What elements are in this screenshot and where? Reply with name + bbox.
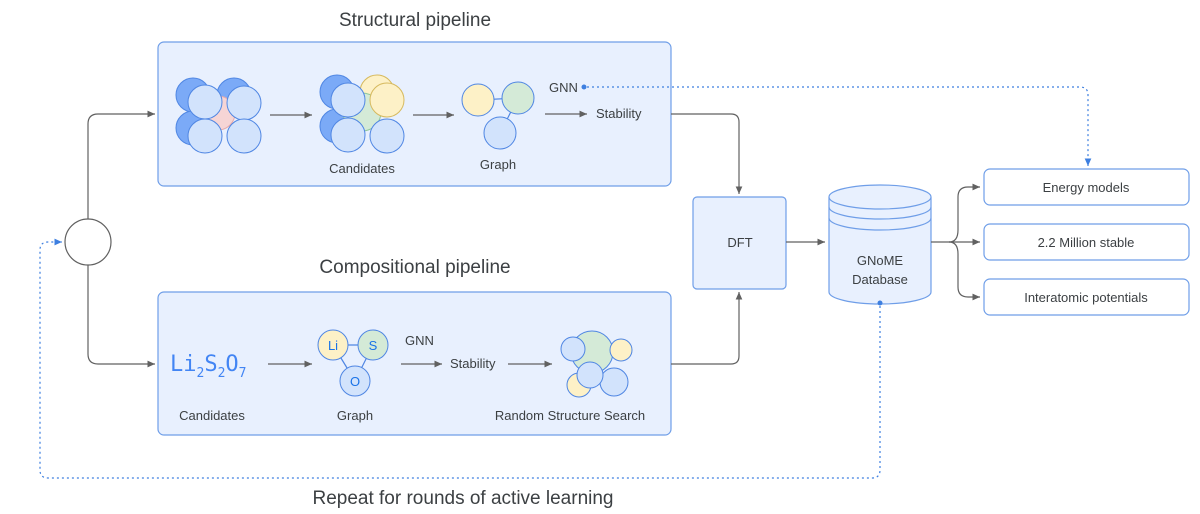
gnn-feedback-line bbox=[587, 86, 1092, 166]
svg-text:Li2S2O7: Li2S2O7 bbox=[170, 352, 246, 381]
compositional-graph-label: Graph bbox=[337, 408, 373, 423]
node-li-label: Li bbox=[328, 338, 338, 353]
compositional-pipeline-title: Compositional pipeline bbox=[319, 257, 510, 278]
graph-icon bbox=[461, 81, 535, 150]
output-interatomic-potentials-label: Interatomic potentials bbox=[1024, 290, 1148, 305]
output-interatomic-potentials-box bbox=[983, 278, 1190, 316]
database-name-line1: GNoME bbox=[857, 253, 904, 268]
structural-graph-label: Graph bbox=[480, 157, 516, 172]
element-graph-icon: Li S O bbox=[317, 329, 389, 397]
random-structure-icon bbox=[560, 330, 633, 398]
compositional-gnn-label: GNN bbox=[405, 333, 434, 348]
candidate-structure-icon bbox=[319, 74, 405, 154]
random-structure-search-label: Random Structure Search bbox=[495, 408, 645, 423]
gnn-feedback-dot bbox=[581, 84, 587, 90]
active-learning-line bbox=[39, 238, 881, 479]
compositional-stability-label: Stability bbox=[450, 356, 496, 371]
active-learning-title: Repeat for rounds of active learning bbox=[312, 488, 613, 509]
output-energy-models-label: Energy models bbox=[1043, 180, 1130, 195]
node-s-label: S bbox=[369, 338, 378, 353]
node-o-label: O bbox=[350, 374, 360, 389]
compositional-candidates-label: Candidates bbox=[179, 408, 245, 423]
dft-label: DFT bbox=[727, 235, 752, 250]
branch-node bbox=[64, 218, 112, 266]
crystal-structure-icon bbox=[175, 77, 262, 154]
database-name-line2: Database bbox=[852, 272, 908, 287]
structural-pipeline-title: Structural pipeline bbox=[339, 10, 491, 31]
output-energy-models-box bbox=[983, 168, 1190, 206]
output-million-stable-label: 2.2 Million stable bbox=[1038, 235, 1135, 250]
active-learning-dot bbox=[877, 300, 883, 306]
dft-box bbox=[692, 196, 787, 290]
output-million-stable-box bbox=[983, 223, 1190, 261]
structural-gnn-label: GNN bbox=[549, 80, 578, 95]
chemical-formula: Li2S2O7 bbox=[170, 352, 246, 381]
structural-candidates-label: Candidates bbox=[329, 161, 395, 176]
structural-stability-label: Stability bbox=[596, 106, 642, 121]
